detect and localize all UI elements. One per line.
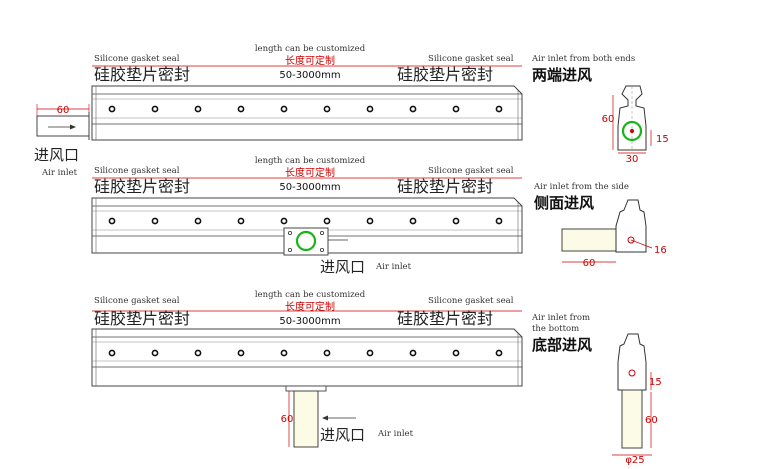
side-inlet-flange xyxy=(283,227,348,256)
gasket-right-cn: 硅胶垫片密封 xyxy=(397,177,493,196)
row-side: length can be customized 长度可定制 50-3000mm… xyxy=(91,156,667,276)
gasket-right-cn: 硅胶垫片密封 xyxy=(397,65,493,84)
gasket-left-en: Silicone gasket seal xyxy=(94,166,180,176)
bolt-holes xyxy=(108,349,503,357)
length-customized-cn-label: 长度可定制 xyxy=(285,166,335,179)
gasket-left-cn: 硅胶垫片密封 xyxy=(94,177,190,196)
row-both-ends: length can be customized 长度可定制 50-3000mm… xyxy=(34,44,669,178)
side-dim-label: 15 xyxy=(649,377,662,388)
air-knife-body xyxy=(91,85,523,141)
bolt-holes xyxy=(108,217,503,225)
cross-section-view: 15 60 φ25 xyxy=(612,333,662,466)
gasket-left-en: Silicone gasket seal xyxy=(94,296,180,306)
gasket-right-en: Silicone gasket seal xyxy=(428,166,514,176)
height-dim-label: 60 xyxy=(281,414,294,425)
side-title-en-line1: Air inlet from xyxy=(531,313,590,323)
height-dim-label: 60 xyxy=(602,114,615,125)
length-range-label: 50-3000mm xyxy=(279,316,340,327)
width-dim-label: 60 xyxy=(583,258,596,269)
cross-section-view: 60 30 15 xyxy=(602,85,669,165)
gasket-right-en: Silicone gasket seal xyxy=(428,54,514,64)
side-title-cn: 底部进风 xyxy=(532,336,592,354)
length-customized-label: length can be customized xyxy=(255,290,366,300)
inlet-en-label: Air inlet xyxy=(41,168,78,178)
inlet-en-label: Air inlet xyxy=(377,429,414,439)
length-range-label: 50-3000mm xyxy=(279,182,340,193)
side-title-cn: 侧面进风 xyxy=(534,194,594,212)
side-dim-label: 16 xyxy=(654,245,667,256)
inlet-cn-label: 进风口 xyxy=(34,146,79,164)
bottom-inlet-pipe: 60 xyxy=(281,385,356,448)
length-customized-cn-label: 长度可定制 xyxy=(285,300,335,313)
cross-section-view: 16 60 xyxy=(561,199,667,269)
bolt-holes xyxy=(108,105,503,113)
inlet-en-label: Air inlet xyxy=(375,262,412,272)
air-knife-body xyxy=(91,328,523,387)
side-title-en: Air inlet from the side xyxy=(533,182,629,192)
inlet-pipe-circle xyxy=(295,230,317,252)
gasket-left-cn: 硅胶垫片密封 xyxy=(94,309,190,328)
side-title-en: Air inlet from both ends xyxy=(531,54,635,64)
side-title-cn: 两端进风 xyxy=(532,66,592,84)
inlet-dim-label: 60 xyxy=(57,105,70,116)
gasket-left-cn: 硅胶垫片密封 xyxy=(94,65,190,84)
end-inlet-pipe: 60 xyxy=(36,104,90,140)
diameter-dim-label: φ25 xyxy=(625,455,644,466)
length-customized-label: length can be customized xyxy=(255,156,366,166)
gasket-left-en: Silicone gasket seal xyxy=(94,54,180,64)
inlet-cn-label: 进风口 xyxy=(320,426,365,444)
inlet-cn-label: 进风口 xyxy=(320,258,365,276)
width-dim-label: 30 xyxy=(626,154,639,165)
gasket-right-cn: 硅胶垫片密封 xyxy=(397,309,493,328)
length-range-label: 50-3000mm xyxy=(279,70,340,81)
row-bottom: length can be customized 长度可定制 50-3000mm… xyxy=(91,290,662,466)
length-customized-cn-label: 长度可定制 xyxy=(285,54,335,67)
length-customized-label: length can be customized xyxy=(255,44,366,54)
side-dim-label: 15 xyxy=(656,134,669,145)
pipe-height-dim-label: 60 xyxy=(645,415,658,426)
inlet-pipe-circle xyxy=(621,120,643,142)
gasket-right-en: Silicone gasket seal xyxy=(428,296,514,306)
side-title-en-line2: the bottom xyxy=(532,324,579,334)
